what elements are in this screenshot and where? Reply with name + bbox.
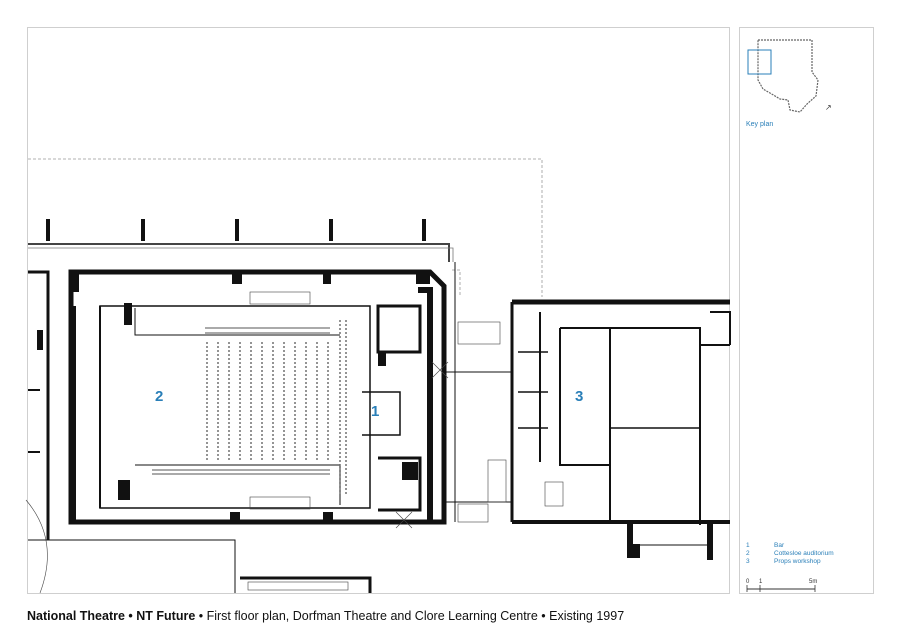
legend-label: Cottesloe auditorium xyxy=(774,550,834,557)
legend-label: Props workshop xyxy=(774,558,821,565)
door-swings xyxy=(25,361,449,594)
room-number-1: 1 xyxy=(371,403,379,420)
site-outline xyxy=(28,158,543,297)
columns xyxy=(71,270,640,556)
legend-item: 3 Props workshop xyxy=(746,558,834,566)
scale-bar: 0 1 5m xyxy=(746,579,817,592)
legend-number: 2 xyxy=(746,550,750,557)
plan-caption: National Theatre • NT Future • First flo… xyxy=(27,609,624,623)
seating-rows xyxy=(152,327,330,475)
caption-subtitle: • First floor plan, Dorfman Theatre and … xyxy=(195,609,625,623)
key-plan-highlight xyxy=(747,49,772,75)
legend-item: 2 Cottesloe auditorium xyxy=(746,550,834,558)
terrace-balustrade xyxy=(28,219,454,262)
legend-item: 1 Bar xyxy=(746,542,834,550)
caption-title: National Theatre • NT Future xyxy=(27,609,196,623)
key-plan-label: Key plan xyxy=(746,121,774,128)
legend-label: Bar xyxy=(774,542,785,549)
key-plan: ↗ xyxy=(747,39,832,113)
scale-tick-1: 1 xyxy=(759,579,763,585)
scale-tick-5m: 5m xyxy=(809,579,817,585)
stairs xyxy=(247,291,564,591)
legend: 1 Bar 2 Cottesloe auditorium 3 Props wor… xyxy=(746,542,834,566)
legend-number: 3 xyxy=(746,558,750,565)
legend-number: 1 xyxy=(746,542,750,549)
room-number-2: 2 xyxy=(155,388,163,405)
side-panel-frame xyxy=(739,27,874,594)
plan-frame xyxy=(27,27,730,594)
scale-tick-0: 0 xyxy=(746,579,750,585)
room-number-3: 3 xyxy=(575,388,583,405)
building-walls xyxy=(28,262,731,593)
stalls-seating xyxy=(206,320,347,495)
north-arrow-icon: ↗ xyxy=(825,103,832,112)
